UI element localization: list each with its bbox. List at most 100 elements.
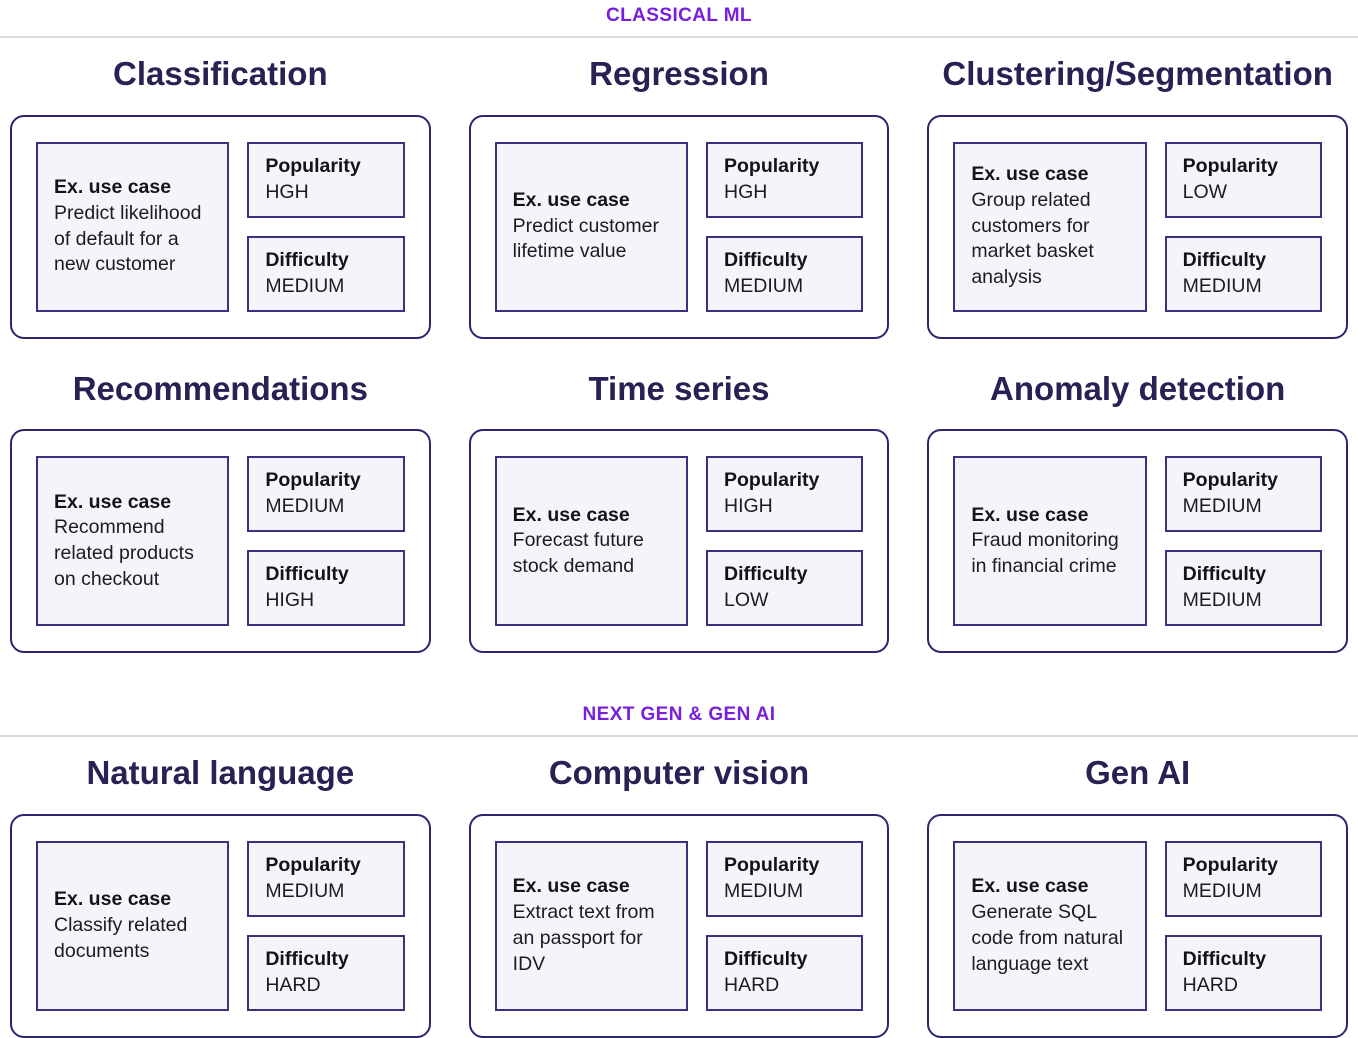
metrics-column: Popularity MEDIUM Difficulty HARD [706,840,864,1011]
popularity-value: MEDIUM [1182,879,1262,902]
use-case-label: Ex. use case [54,888,172,911]
difficulty-value: MEDIUM [1182,274,1262,297]
popularity-value: MEDIUM [265,879,345,902]
category-card: Ex. use case Recommend related products … [10,429,431,654]
popularity-box: Popularity MEDIUM [706,840,864,917]
category-cell-time-series: Time series Ex. use case Forecast future… [468,369,890,654]
difficulty-value: LOW [724,589,769,612]
difficulty-label: Difficulty [265,563,349,586]
popularity-label: Popularity [1182,469,1279,492]
category-title: Time series [588,369,770,407]
difficulty-value: HARD [265,973,321,996]
category-card: Ex. use case Predict customer lifetime v… [468,114,890,339]
category-title: Gen AI [1085,754,1191,792]
use-case-box: Ex. use case Extract text from an passpo… [494,840,688,1011]
difficulty-label: Difficulty [265,948,349,971]
category-title: Clustering/Segmentation [942,55,1333,92]
category-card: Ex. use case Group related customers for… [927,114,1348,339]
metrics-column: Popularity HGH Difficulty MEDIUM [247,141,405,312]
metrics-column: Popularity MEDIUM Difficulty HARD [247,840,405,1011]
use-case-box: Ex. use case Forecast future stock deman… [494,456,688,627]
difficulty-label: Difficulty [724,948,808,971]
popularity-box: Popularity LOW [1164,141,1322,218]
use-case-text: Forecast future stock demand [512,529,644,578]
difficulty-value: MEDIUM [1182,589,1262,612]
popularity-value: HGH [724,180,768,203]
difficulty-value: HARD [1182,973,1238,996]
category-title: Regression [589,55,769,92]
popularity-value: LOW [1182,180,1228,203]
popularity-box: Popularity HGH [247,141,405,218]
popularity-value: HIGH [724,495,773,518]
use-case-text: Predict customer lifetime value [512,214,659,263]
use-case-text: Predict likelihood of default for a new … [54,201,202,276]
difficulty-box: Difficulty MEDIUM [1164,235,1322,312]
popularity-box: Popularity MEDIUM [1164,456,1322,533]
use-case-label: Ex. use case [512,875,630,898]
use-case-text: Classify related documents [54,913,188,962]
metrics-column: Popularity MEDIUM Difficulty HARD [1164,840,1322,1011]
difficulty-label: Difficulty [1182,948,1267,971]
popularity-value: MEDIUM [724,879,804,902]
use-case-label: Ex. use case [512,503,630,526]
difficulty-label: Difficulty [724,248,808,271]
difficulty-value: HARD [724,973,780,996]
category-cell-classification: Classification Ex. use case Predict like… [10,54,431,339]
popularity-label: Popularity [265,154,361,177]
use-case-label: Ex. use case [971,875,1089,898]
category-cell-computer-vision: Computer vision Ex. use case Extract tex… [468,753,890,1038]
difficulty-label: Difficulty [265,248,349,271]
use-case-label: Ex. use case [971,163,1089,186]
popularity-box: Popularity MEDIUM [247,456,405,533]
popularity-label: Popularity [724,154,820,177]
section-next-gen-ai: NEXT GEN & GEN AI Natural language Ex. u… [0,699,1358,1038]
popularity-label: Popularity [724,854,820,877]
use-case-text: Fraud monitoring in financial crime [971,529,1119,578]
category-cell-regression: Regression Ex. use case Predict customer… [468,54,890,339]
difficulty-box: Difficulty MEDIUM [706,235,864,312]
category-card: Ex. use case Generate SQL code from natu… [927,813,1348,1038]
difficulty-value: MEDIUM [724,274,804,297]
category-card: Ex. use case Predict likelihood of defau… [10,114,431,339]
category-cell-gen-ai: Gen AI Ex. use case Generate SQL code fr… [927,753,1348,1038]
difficulty-value: MEDIUM [265,274,345,297]
use-case-box: Ex. use case Predict likelihood of defau… [36,141,230,312]
popularity-box: Popularity MEDIUM [1164,840,1322,917]
metrics-column: Popularity HIGH Difficulty LOW [706,456,864,627]
use-case-label: Ex. use case [512,188,630,211]
use-case-text: Recommend related products on checkout [54,516,194,590]
popularity-value: MEDIUM [265,495,345,518]
use-case-label: Ex. use case [54,176,172,199]
section-divider [0,735,1358,738]
popularity-value: MEDIUM [1182,495,1262,518]
category-title: Computer vision [548,754,810,792]
popularity-label: Popularity [724,469,820,492]
difficulty-box: Difficulty HARD [1164,934,1322,1011]
section-divider [0,36,1358,38]
metrics-column: Popularity MEDIUM Difficulty HIGH [247,456,405,627]
use-case-text: Extract text from an passport for IDV [512,901,655,975]
use-case-box: Ex. use case Group related customers for… [953,141,1147,312]
use-case-text: Group related customers for market baske… [971,188,1094,289]
category-card: Ex. use case Classify related documents … [10,813,431,1038]
popularity-box: Popularity HGH [706,141,864,218]
difficulty-box: Difficulty HARD [247,934,405,1011]
category-title: Natural language [86,754,355,792]
popularity-label: Popularity [1182,154,1279,177]
difficulty-label: Difficulty [724,563,808,586]
difficulty-box: Difficulty MEDIUM [247,235,405,312]
section-label-classical-ml: CLASSICAL ML [606,5,752,26]
difficulty-box: Difficulty HARD [706,934,864,1011]
section-label-next-gen-ai: NEXT GEN & GEN AI [582,704,776,726]
metrics-column: Popularity MEDIUM Difficulty MEDIUM [1164,456,1322,627]
use-case-box: Ex. use case Generate SQL code from natu… [953,840,1147,1011]
category-title: Classification [113,55,328,92]
use-case-text: Generate SQL code from natural language … [971,901,1124,975]
difficulty-label: Difficulty [1182,248,1267,271]
difficulty-box: Difficulty MEDIUM [1164,550,1322,627]
use-case-box: Ex. use case Classify related documents [36,840,230,1011]
use-case-label: Ex. use case [54,490,172,513]
popularity-box: Popularity MEDIUM [247,840,405,917]
category-cell-recommendations: Recommendations Ex. use case Recommend r… [10,369,431,654]
difficulty-box: Difficulty LOW [706,550,864,627]
